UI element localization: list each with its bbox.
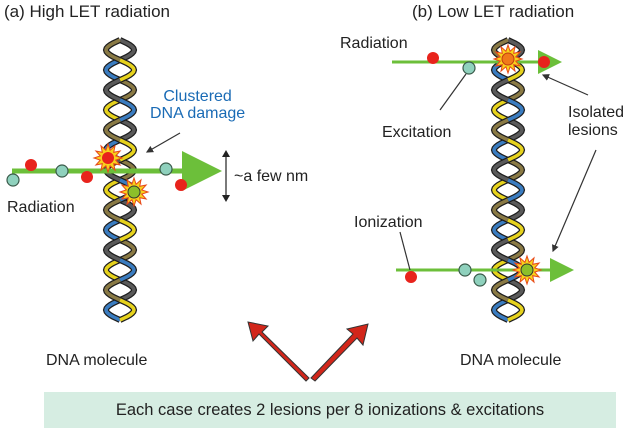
red-arrow-right-icon [310,323,369,382]
helix-strand [507,198,524,222]
helix-strand [104,58,121,82]
ionization-dot [25,159,37,171]
clustered-pointer-arrow [145,132,181,153]
helix-strand [507,218,524,242]
radiation-label-a: Radiation [7,199,75,216]
helix-strand [119,138,136,162]
ionization-dot [538,56,550,68]
helix-strand [104,118,121,142]
clustered-label-line1: Clustered [163,88,232,105]
dna-molecule-label-a: DNA molecule [46,352,148,369]
scale-double-arrow [222,150,230,202]
helix-strand [119,58,136,82]
helix-strand [507,98,524,122]
isolated-lesions-label: Isolated lesions [568,104,624,139]
helix-strand [104,98,121,122]
lesion-burst-icon [492,43,524,75]
helix-strand [104,258,121,282]
helix-strand [507,138,524,162]
helix-strand [104,238,121,262]
excitation-pointer-line [439,73,467,111]
helix-strand [492,238,509,262]
clustered-damage-label: Clustered DNA damage [150,88,246,123]
lesion-burst-icon [511,254,543,286]
excitation-dot [55,164,69,178]
helix-strand [104,278,121,302]
helix-strand [492,138,509,162]
scale-label: ~a few nm [234,168,309,185]
helix-strand [119,238,136,262]
excitation-dot [473,273,487,287]
helix-strand [104,178,121,202]
helix-strand [104,218,121,242]
helix-strand [492,98,509,122]
helix-strand [492,298,509,322]
excitation-label: Excitation [382,124,452,141]
lesion-burst-icon [118,176,150,208]
helix-strand [104,198,121,222]
excitation-dot [159,162,173,176]
helix-strand [119,278,136,302]
red-arrow-left-icon [247,321,310,382]
panel-a-title: (a) High LET radiation [4,2,170,21]
helix-strand [507,178,524,202]
ionization-pointer-line [399,231,411,271]
helix-strand [104,298,121,322]
ionization-dot [427,52,439,64]
helix-strand [492,278,509,302]
excitation-dot [6,173,20,187]
helix-strand [119,38,136,62]
dna-helix-b [490,37,526,323]
helix-strand [492,178,509,202]
ionization-label: Ionization [354,214,423,231]
helix-strand [119,298,136,322]
helix-strand [104,38,121,62]
isolated-pointer-arrow-bottom [552,149,597,253]
helix-strand [119,258,136,282]
ionization-dot [81,171,93,183]
excitation-dot [462,61,476,75]
helix-strand [119,118,136,142]
helix-strand [492,198,509,222]
dna-molecule-label-b: DNA molecule [460,352,562,369]
panel-b-title: (b) Low LET radiation [412,2,575,21]
helix-strand [119,218,136,242]
ionization-dot [405,271,417,283]
dna-helix-a [102,37,138,323]
helix-strand [507,78,524,102]
ionization-dot [175,179,187,191]
isolated-label-line1: Isolated [568,104,625,121]
radiation-label-b: Radiation [340,35,408,52]
helix-strand [507,118,524,142]
helix-strand [507,298,524,322]
helix-strand [492,118,509,142]
excitation-dot [458,263,472,277]
isolated-label-line2: lesions [568,121,618,139]
helix-strand [119,78,136,102]
summary-banner: Each case creates 2 lesions per 8 ioniza… [44,392,616,428]
helix-strand [507,238,524,262]
helix-strand [492,78,509,102]
helix-strand [507,278,524,302]
helix-strand [492,218,509,242]
clustered-label-line2: DNA damage [150,104,246,122]
helix-strand [119,98,136,122]
helix-strand [492,158,509,182]
isolated-pointer-arrow-top [541,74,589,96]
helix-strand [104,78,121,102]
lesion-burst-icon [92,142,124,174]
helix-strand [507,158,524,182]
